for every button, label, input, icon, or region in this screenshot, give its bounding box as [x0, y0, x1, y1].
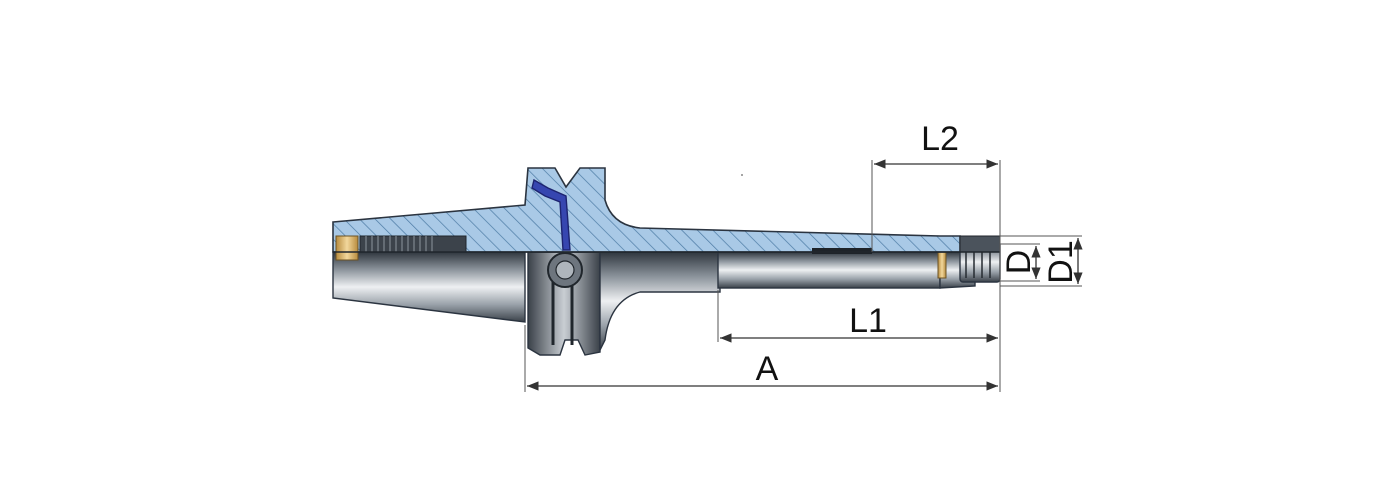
label-d: D: [1000, 250, 1038, 275]
tool-holder-section: [332, 167, 1001, 261]
coolant-channel: [812, 248, 872, 254]
speck: [741, 174, 743, 176]
brass-ring: [937, 249, 947, 279]
extension-body: [717, 251, 941, 289]
dimensions: A L1 L2 D D1: [524, 120, 1083, 392]
thread-teeth: [365, 236, 433, 252]
collet-slots: [965, 248, 991, 278]
taper-shank: [332, 251, 526, 323]
drawbar-thread: [359, 235, 467, 253]
neck-fillet: [599, 251, 721, 351]
label-d1: D1: [1042, 240, 1080, 283]
orientation-pin: [531, 178, 571, 251]
label-l2: L2: [921, 120, 959, 158]
collet-upper: [959, 235, 1001, 253]
label-l1: L1: [849, 302, 887, 340]
label-a: A: [756, 350, 779, 388]
brass-insert: [335, 235, 359, 261]
section-body: [332, 167, 961, 253]
